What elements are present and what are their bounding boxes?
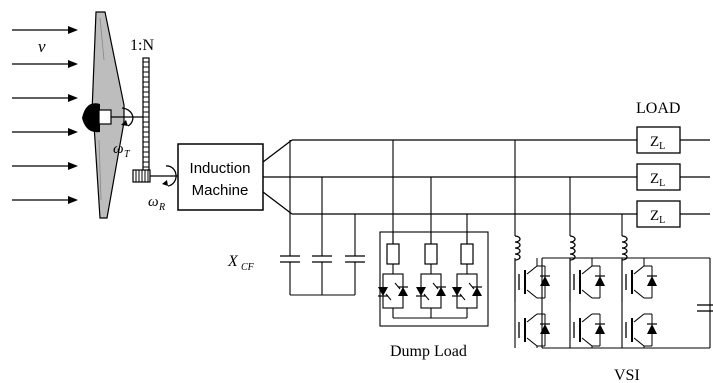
svg-text:Induction: Induction (190, 160, 251, 177)
xcf-label: X CF (227, 253, 255, 273)
svg-text:CF: CF (241, 262, 255, 273)
vsi-label: VSI (614, 367, 640, 383)
svg-text:Machine: Machine (192, 182, 249, 199)
gearbox-shaft (132, 57, 178, 187)
svg-text:ZL: ZL (650, 134, 665, 152)
load-title: LOAD (636, 100, 680, 117)
load-impedance-1: ZL (636, 126, 681, 154)
svg-text:ω: ω (113, 141, 124, 157)
svg-text:T: T (124, 149, 131, 160)
three-phase-bus (292, 139, 710, 215)
wind-speed-label: v (38, 37, 46, 56)
dump-load-label: Dump Load (390, 343, 467, 360)
svg-text:X: X (227, 253, 239, 270)
svg-text:ω: ω (148, 194, 159, 210)
capacitor-bank (280, 140, 365, 296)
filter-inductors (514, 140, 628, 302)
svg-text:R: R (158, 202, 165, 213)
svg-text:ZL: ZL (650, 171, 665, 189)
turbine-hub (82, 103, 143, 133)
load-impedance-2: ZL (636, 163, 681, 191)
gear-ratio-label: 1:N (130, 37, 154, 54)
omega-r-label: ω R (148, 194, 165, 213)
induction-machine: Induction Machine (177, 139, 293, 215)
dump-load (378, 140, 489, 327)
wind-arrows (12, 26, 78, 204)
omega-t-label: ω T (113, 141, 131, 160)
svg-text:ZL: ZL (650, 208, 665, 226)
vsi-converter (514, 257, 713, 349)
load-impedance-3: ZL (636, 200, 681, 228)
